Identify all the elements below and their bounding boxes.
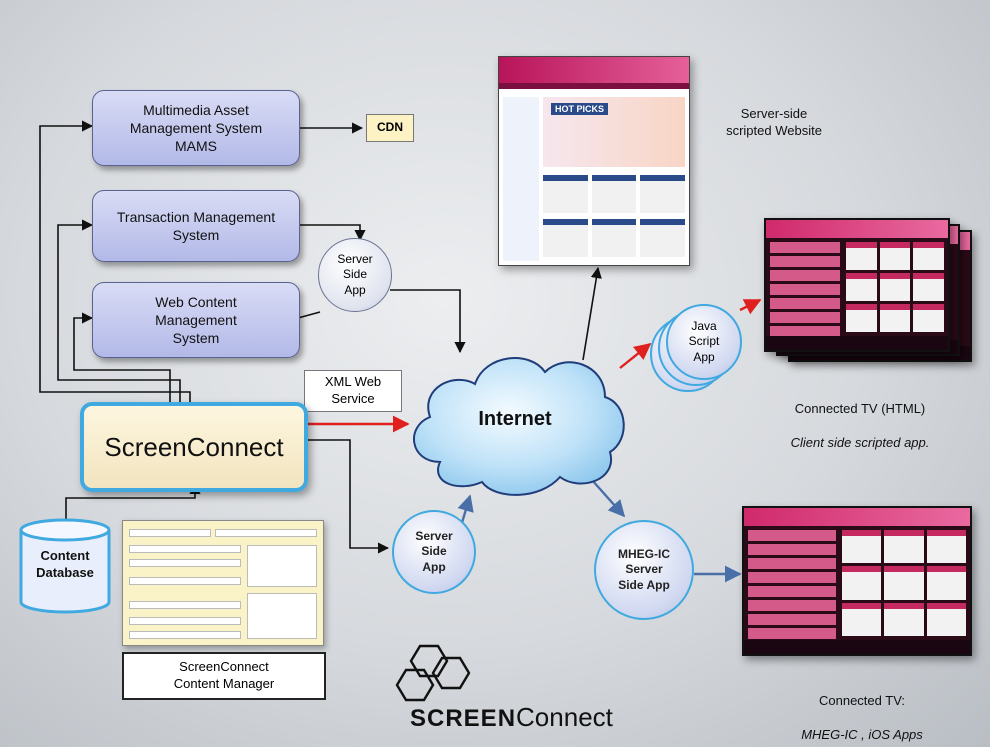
internet-label: Internet [478,408,552,430]
logo-brand-bold: SCREEN [410,705,517,732]
wcms-box: Web Content Management System [92,282,300,358]
content-database-cylinder [19,518,111,614]
screenconnect-label: ScreenConnect [104,431,284,462]
tv-mheg-caption: Connected TV: MHEG-IC , iOS Apps [782,676,942,744]
content-manager-screenshot [122,520,324,646]
xml-web-service-label: XML Web Service [324,374,382,406]
tv-html-front [764,218,950,352]
tv-mheg-caption-line2: MHEG-IC , iOS Apps [801,726,923,742]
mams-box: Multimedia Asset Management System MAMS [92,90,300,166]
content-database-label: Content Database [36,548,94,580]
logo-brand-light: Connect [516,702,613,732]
wcms-label: Web Content Management System [155,293,237,347]
website-screenshot: HOT PICKS [498,56,690,266]
server-side-app-top-label: Server Side App [337,251,373,297]
mams-label: Multimedia Asset Management System MAMS [129,101,263,155]
tv-html-caption-line1: Connected TV (HTML) [794,400,926,416]
cdn-label: CDN [377,120,403,135]
tms-label: Transaction Management System [116,208,276,243]
tv-html-caption: Connected TV (HTML) Client side scripted… [770,384,950,452]
screenconnect-logo-hexagons [395,644,471,702]
server-side-app-bottom: Server Side App [392,510,476,594]
tv-mheg-caption-line1: Connected TV: [819,692,905,708]
mheg-ic-app-label: MHEG-IC Server Side App [618,546,670,592]
screenconnect-box: ScreenConnect [80,402,308,492]
server-side-app-top: Server Side App [318,238,392,312]
java-script-app-label: Java Script App [688,318,720,364]
content-manager-caption-box: ScreenConnect Content Manager [122,652,326,700]
website-caption: Server-side scripted Website [726,106,822,138]
content-manager-caption: ScreenConnect Content Manager [173,659,275,691]
server-side-app-bottom-label: Server Side App [415,528,453,574]
cdn-box: CDN [366,114,414,142]
tv-html-caption-line2: Client side scripted app. [790,434,930,450]
screenconnect-logo-text: SCREENConnect [410,702,613,733]
internet-cloud [413,357,625,496]
tms-box: Transaction Management System [92,190,300,262]
java-script-app: Java Script App [666,304,742,380]
xml-web-service-box: XML Web Service [304,370,402,412]
mheg-ic-app: MHEG-IC Server Side App [594,520,694,620]
tv-mheg [742,506,972,656]
